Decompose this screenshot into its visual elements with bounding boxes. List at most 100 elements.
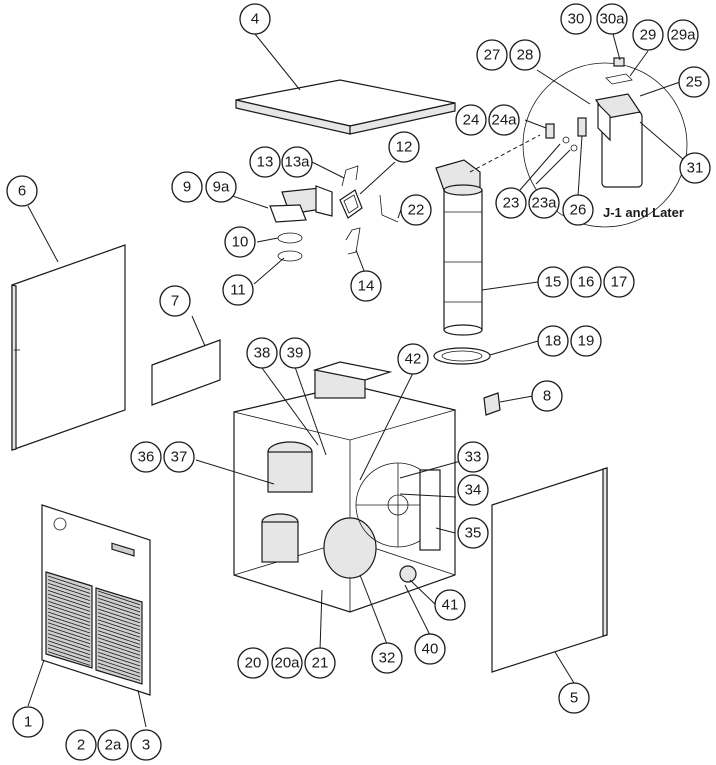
callout-circle bbox=[558, 682, 590, 714]
callout-label: 16 bbox=[578, 274, 595, 291]
louver-slat bbox=[47, 586, 91, 601]
louver-slat bbox=[97, 594, 141, 609]
callout-circle bbox=[65, 729, 97, 761]
callout-circle bbox=[457, 441, 489, 473]
callout-label: 8 bbox=[543, 388, 551, 405]
callout-circle bbox=[249, 146, 281, 178]
callout-label: 24a bbox=[491, 112, 517, 129]
louver-slat bbox=[97, 590, 141, 606]
callout-circle bbox=[159, 285, 191, 317]
callout-circle bbox=[509, 39, 541, 71]
callout-circle bbox=[246, 337, 278, 369]
callout-label: 20 bbox=[245, 655, 262, 672]
louver-slat bbox=[97, 666, 141, 681]
callout-label: 31 bbox=[687, 160, 704, 177]
callout-label: 14 bbox=[358, 278, 375, 295]
callout-circle bbox=[222, 274, 254, 306]
callout-label: 9 bbox=[183, 179, 191, 196]
callout-circle bbox=[350, 270, 382, 302]
louver-slat bbox=[97, 615, 141, 631]
callout-label: 1 bbox=[24, 714, 32, 731]
callout-circle bbox=[679, 152, 711, 184]
louver-slat bbox=[97, 601, 141, 616]
detail-view bbox=[522, 57, 688, 228]
louver-slat bbox=[97, 655, 141, 670]
louver-slat bbox=[47, 636, 91, 652]
callout-label: 36 bbox=[138, 449, 155, 466]
callout-circle bbox=[397, 343, 429, 375]
callout-label: 25 bbox=[686, 74, 703, 91]
louver-slat bbox=[47, 582, 91, 598]
callout-circle bbox=[130, 441, 162, 473]
callout-circle bbox=[528, 187, 560, 219]
callout-label: 23a bbox=[531, 195, 557, 212]
callout-label: 20a bbox=[274, 655, 300, 672]
callout-circle bbox=[457, 474, 489, 506]
callout-circle bbox=[163, 441, 195, 473]
callout-label: 6 bbox=[18, 183, 26, 200]
louver-slat bbox=[47, 644, 91, 659]
callout-label: 38 bbox=[254, 345, 271, 362]
callout-label: 15 bbox=[545, 274, 562, 291]
front-panel bbox=[41, 504, 151, 696]
callout-circle bbox=[224, 226, 256, 258]
evaporator-column bbox=[435, 159, 483, 336]
callout-circle bbox=[457, 517, 489, 549]
right-side-panel bbox=[491, 467, 608, 673]
bracket-22 bbox=[379, 194, 399, 223]
callout-label: 7 bbox=[171, 293, 179, 310]
callout-label: 35 bbox=[465, 525, 482, 542]
callout-circle bbox=[239, 3, 271, 35]
louver-slat bbox=[97, 597, 141, 613]
callout-label: 13 bbox=[257, 154, 274, 171]
main-cabinet bbox=[233, 361, 457, 613]
callout-label: 24 bbox=[463, 112, 480, 129]
louver-slat bbox=[47, 618, 91, 634]
left-side-panel bbox=[11, 244, 126, 451]
o-ring-10 bbox=[277, 232, 303, 244]
louver-slat bbox=[97, 644, 141, 660]
callout-circle bbox=[205, 171, 237, 203]
louver-slat bbox=[47, 626, 91, 641]
callout-circle bbox=[537, 325, 569, 357]
louver-slat bbox=[97, 651, 141, 667]
o-ring-11 bbox=[277, 250, 303, 262]
callout-circle bbox=[12, 706, 44, 738]
callout-label: 2 bbox=[77, 737, 85, 754]
callout-circle bbox=[414, 633, 446, 665]
louver-slat bbox=[47, 600, 91, 616]
louver-slat bbox=[47, 575, 91, 591]
callout-label: 39 bbox=[287, 345, 304, 362]
callout-circle bbox=[97, 729, 129, 761]
louver-slat bbox=[97, 626, 141, 642]
callout-circle bbox=[488, 104, 520, 136]
louver-slat bbox=[47, 615, 91, 630]
callout-circle bbox=[678, 66, 710, 98]
callout-label: 11 bbox=[230, 282, 246, 299]
louver-slat bbox=[97, 605, 141, 620]
louver-slat bbox=[97, 637, 141, 652]
callout-label: 30a bbox=[599, 11, 625, 28]
detail-note: J-1 and Later bbox=[603, 205, 684, 220]
louver-slat bbox=[97, 633, 141, 649]
callout-circle bbox=[130, 729, 162, 761]
callout-circle bbox=[495, 187, 527, 219]
callout-label: 2a bbox=[105, 737, 122, 754]
callout-label: 29a bbox=[670, 27, 696, 44]
louver-slat bbox=[47, 579, 91, 594]
small-bracket bbox=[483, 392, 501, 416]
callout-circle bbox=[279, 337, 311, 369]
louver-slat bbox=[47, 651, 91, 666]
louver-slat bbox=[47, 629, 91, 645]
bracket-13 bbox=[341, 165, 359, 187]
callout-circle bbox=[570, 266, 602, 298]
chute-assembly bbox=[269, 185, 333, 223]
callout-circle bbox=[271, 647, 303, 679]
callout-label: 23 bbox=[503, 195, 520, 212]
front-panel-louvers bbox=[47, 575, 141, 681]
louver-slat bbox=[47, 608, 91, 623]
callout-label: 34 bbox=[465, 482, 482, 499]
louver-slat bbox=[47, 604, 91, 619]
